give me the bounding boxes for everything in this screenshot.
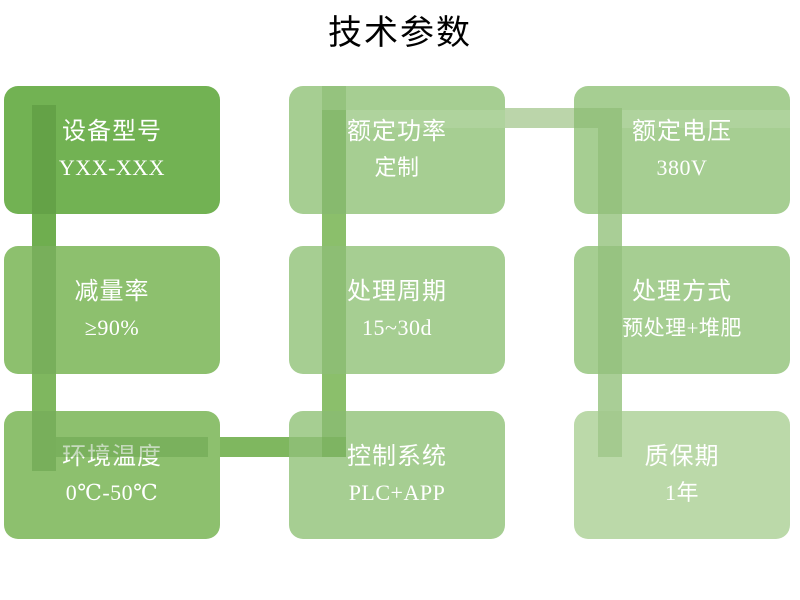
card-rated-power-value: 定制 (374, 155, 420, 180)
card-treatment-method[interactable]: 处理方式 预处理+堆肥 (574, 246, 790, 374)
card-rated-power-label: 额定功率 (347, 119, 447, 145)
card-control-system-label: 控制系统 (347, 444, 447, 470)
card-treatment-cycle-value: 15~30d (362, 315, 432, 340)
card-ambient-temperature[interactable]: 环境温度 0℃-50℃ (4, 411, 220, 539)
card-control-system-value: PLC+APP (348, 480, 446, 505)
card-control-system[interactable]: 控制系统 PLC+APP (289, 411, 505, 539)
card-equipment-model-label: 设备型号 (62, 119, 162, 145)
card-treatment-method-label: 处理方式 (632, 279, 732, 305)
card-equipment-model[interactable]: 设备型号 YXX-XXX (4, 86, 220, 214)
card-ambient-temperature-label: 环境温度 (62, 444, 162, 470)
card-rated-voltage-value: 380V (656, 155, 708, 180)
card-reduction-rate-value: ≥90% (84, 315, 140, 340)
card-reduction-rate[interactable]: 减量率 ≥90% (4, 246, 220, 374)
card-treatment-cycle-label: 处理周期 (347, 279, 447, 305)
card-rated-voltage-label: 额定电压 (632, 119, 732, 145)
card-reduction-rate-label: 减量率 (74, 279, 150, 305)
card-warranty-period-label: 质保期 (644, 444, 720, 470)
card-rated-power[interactable]: 额定功率 定制 (289, 86, 505, 214)
card-equipment-model-value: YXX-XXX (58, 155, 166, 180)
card-warranty-period-value: 1年 (664, 480, 699, 505)
card-ambient-temperature-value: 0℃-50℃ (65, 480, 159, 505)
card-treatment-method-value: 预处理+堆肥 (622, 316, 742, 340)
card-warranty-period[interactable]: 质保期 1年 (574, 411, 790, 539)
card-rated-voltage[interactable]: 额定电压 380V (574, 86, 790, 214)
page-title: 技术参数 (328, 15, 472, 52)
card-treatment-cycle[interactable]: 处理周期 15~30d (289, 246, 505, 374)
